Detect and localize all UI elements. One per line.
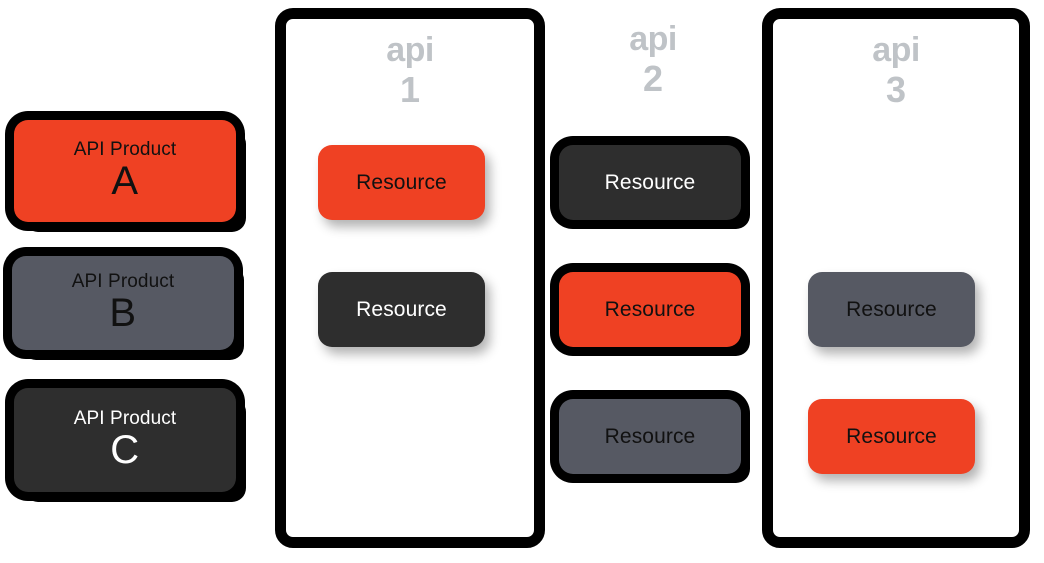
resource-label: Resource: [604, 297, 696, 321]
api-product-b-letter: B: [109, 291, 137, 336]
resource-chip-api2-2[interactable]: Resource: [559, 272, 741, 347]
api-column-3-heading: api 3: [773, 33, 1019, 112]
api-column-3-number: 3: [885, 69, 907, 110]
resource-label: Resource: [356, 297, 447, 321]
resource-label: Resource: [846, 424, 937, 448]
api-product-c-letter: C: [110, 428, 140, 473]
resource-chip-api1-2[interactable]: Resource: [318, 272, 485, 347]
api-column-3-word: api: [872, 31, 920, 69]
resource-chip-api2-3[interactable]: Resource: [559, 399, 741, 474]
resource-chip-api3-1[interactable]: Resource: [808, 272, 975, 347]
api-product-card-c[interactable]: API Product C: [14, 388, 236, 492]
resource-label: Resource: [356, 170, 447, 194]
resource-label: Resource: [604, 424, 696, 448]
api-column-2-heading: api 2: [553, 22, 753, 101]
resource-chip-api3-2[interactable]: Resource: [808, 399, 975, 474]
api-column-1-heading: api 1: [286, 33, 534, 112]
resource-label: Resource: [604, 170, 696, 194]
api-product-card-b[interactable]: API Product B: [12, 256, 234, 350]
resource-chip-api1-1[interactable]: Resource: [318, 145, 485, 220]
api-product-b-title: API Product: [71, 270, 175, 292]
api-product-a-letter: A: [111, 159, 139, 204]
api-column-2-number: 2: [642, 58, 664, 99]
api-product-c-title: API Product: [73, 407, 177, 429]
api-column-1-word: api: [386, 31, 434, 69]
api-column-1-number: 1: [399, 69, 421, 110]
api-product-a-title: API Product: [73, 138, 177, 160]
api-column-2-word: api: [629, 20, 677, 58]
api-product-card-a[interactable]: API Product A: [14, 120, 236, 222]
resource-chip-api2-1[interactable]: Resource: [559, 145, 741, 220]
resource-label: Resource: [846, 297, 937, 321]
